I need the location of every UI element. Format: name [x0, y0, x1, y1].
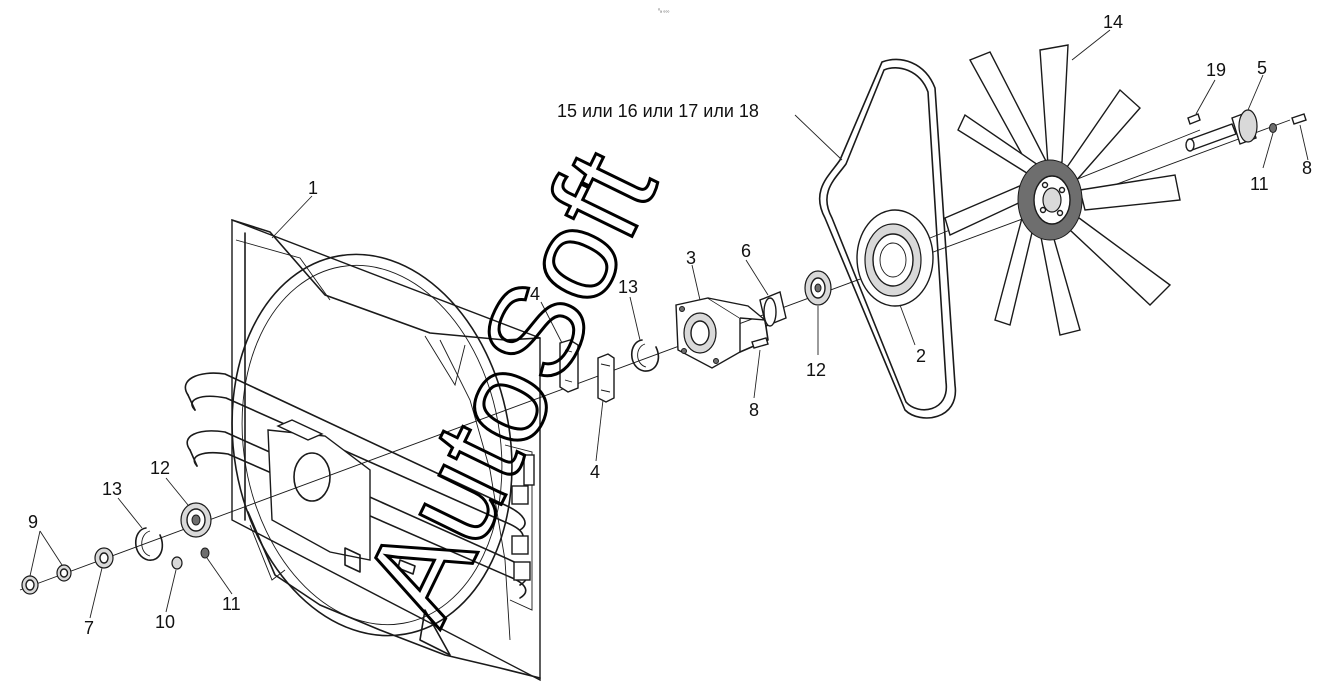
- bushing-6: [759, 291, 787, 327]
- stud-19: [1187, 113, 1201, 125]
- washer-7: [94, 547, 114, 569]
- nut-9b: [56, 564, 72, 582]
- washer-11-right: [1269, 123, 1277, 133]
- callout-5: 5: [1257, 58, 1267, 78]
- leader-lines: [29, 29, 1309, 619]
- callout-11-right: 11: [1250, 174, 1269, 194]
- callout-8-center: 8: [749, 400, 759, 420]
- mount-plate: [267, 419, 416, 575]
- callout-19: 19: [1206, 60, 1226, 80]
- callout-15-16-17-18: 15 или 16 или 17 или 18: [557, 101, 759, 121]
- washer-11-left: [200, 547, 210, 559]
- header-mark: ⁰ₐ ₀₀₀: [658, 8, 669, 14]
- spacer-10: [171, 556, 183, 570]
- nut-9a: [21, 575, 39, 595]
- callout-7: 7: [84, 618, 94, 638]
- callout-4-upper: 4: [530, 284, 540, 304]
- callout-13-left: 13: [102, 479, 122, 499]
- callout-8-right: 8: [1302, 158, 1312, 178]
- callout-12-right: 12: [806, 360, 826, 380]
- callout-6: 6: [741, 241, 751, 261]
- snap-ring-13-right: [630, 339, 660, 372]
- callout-12-left: 12: [150, 458, 170, 478]
- snap-ring-13-left: [134, 527, 164, 561]
- clip-4-lower: [597, 353, 615, 403]
- bearing-12-right: [804, 270, 832, 306]
- clip-4-upper: [559, 339, 579, 393]
- drive-belt: [818, 58, 957, 419]
- hub-housing-3: [675, 297, 769, 369]
- callout-10: 10: [155, 612, 175, 632]
- callout-3: 3: [686, 248, 696, 268]
- callout-14: 14: [1103, 12, 1123, 32]
- bearing-12-left: [180, 502, 212, 538]
- callout-1: 1: [308, 178, 318, 198]
- bolt-8-center: [751, 337, 769, 349]
- bolt-8-right: [1291, 113, 1307, 125]
- callout-4-lower: 4: [590, 462, 600, 482]
- callout-9: 9: [28, 512, 38, 532]
- fan-14: [944, 44, 1181, 336]
- pulley-2: [856, 209, 934, 307]
- callout-13-right: 13: [618, 277, 638, 297]
- callout-2: 2: [916, 346, 926, 366]
- callout-11-left: 11: [222, 594, 241, 614]
- shaft-5: [1185, 109, 1258, 152]
- shroud-side-brackets: [511, 454, 535, 581]
